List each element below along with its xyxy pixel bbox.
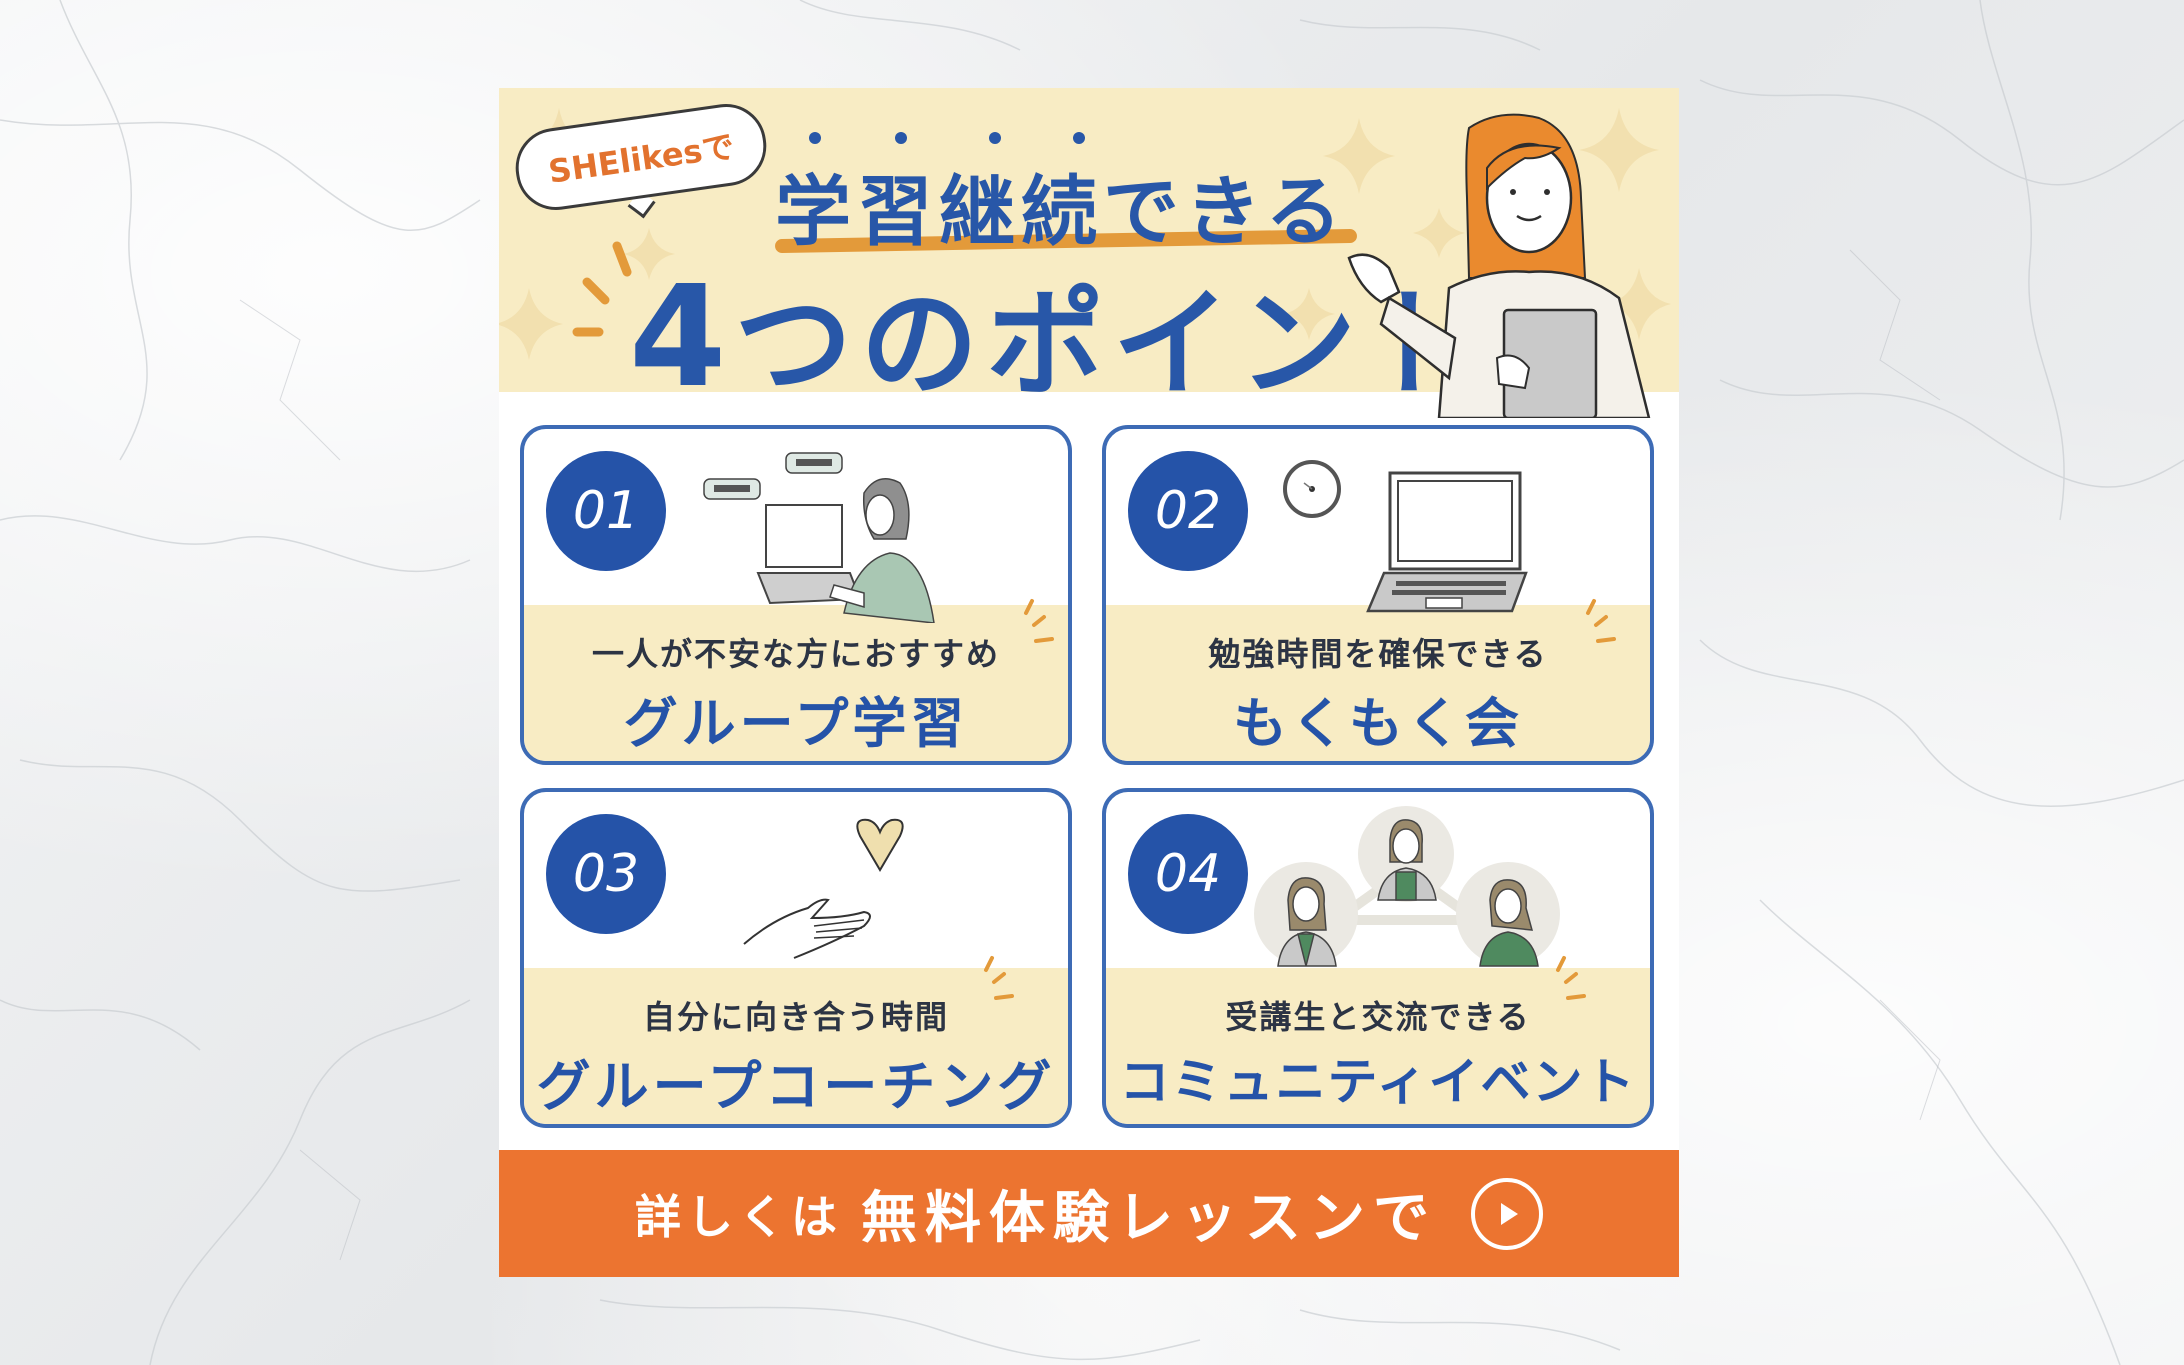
- emphasis-dot: [989, 132, 1001, 144]
- spark-lines-icon: [1024, 599, 1054, 643]
- card-title: グループ学習: [623, 692, 969, 755]
- spark-lines-icon: [1586, 599, 1616, 643]
- title-line-2-text: つのポイント: [734, 275, 1491, 413]
- point-card-02[interactable]: 02 勉強時間を確保できる もくもく会: [1102, 425, 1654, 765]
- card-subtitle: 一人が不安な方におすすめ: [591, 635, 1000, 673]
- title-line-1-text: 学習継続できる: [775, 167, 1348, 256]
- point-card-04[interactable]: 04 受講生と交流できる コミュニティイベント: [1102, 788, 1654, 1128]
- card-title: もくもく会: [1233, 692, 1523, 755]
- title-line-1: 学習継続できる: [775, 132, 1348, 260]
- banner-header: SHElikesで 学習継続できる 4つのポイント: [499, 88, 1679, 419]
- emphasis-dashes-icon: [572, 241, 632, 337]
- number-badge: 02: [1128, 451, 1248, 571]
- number-badge: 01: [546, 451, 666, 571]
- cta-main-text: 無料体験レッスンで: [861, 1186, 1437, 1251]
- emphasis-dot: [809, 132, 821, 144]
- card-title: コミュニティイベント: [1119, 1053, 1637, 1111]
- emphasis-dot: [895, 132, 907, 144]
- title-number: 4: [629, 256, 735, 419]
- card-subtitle: 受講生と交流できる: [1225, 998, 1531, 1036]
- card-title: グループコーチング: [536, 1055, 1056, 1118]
- card-subtitle: 勉強時間を確保できる: [1208, 635, 1548, 673]
- title-line-2: 4つのポイント: [629, 248, 1490, 419]
- emphasis-dot: [1073, 132, 1085, 144]
- promo-banner: SHElikesで 学習継続できる 4つのポイント: [499, 88, 1679, 1277]
- cta-prefix: 詳しくは: [635, 1189, 843, 1244]
- card-subtitle: 自分に向き合う時間: [642, 998, 949, 1036]
- hand-with-heart-icon: [743, 818, 904, 959]
- woman-at-laptop-chat-icon: [703, 452, 935, 623]
- spark-lines-icon: [984, 956, 1014, 1000]
- number-badge: 04: [1128, 814, 1248, 934]
- presenter-woman-illustration-icon: [1347, 113, 1651, 418]
- number-badge: 03: [546, 814, 666, 934]
- point-card-01[interactable]: 01 一人が不安な方におすすめ グループ学習: [520, 425, 1072, 765]
- free-trial-lesson-button[interactable]: 詳しくは 無料体験レッスンで: [499, 1150, 1679, 1277]
- clock-and-laptop-icon: [1283, 460, 1528, 613]
- point-card-03[interactable]: 03 自分に向き合う時間 グループコーチング: [520, 788, 1072, 1128]
- spark-lines-icon: [1556, 956, 1586, 1000]
- three-people-network-icon: [1254, 806, 1560, 967]
- play-circle-icon: [1471, 1177, 1543, 1250]
